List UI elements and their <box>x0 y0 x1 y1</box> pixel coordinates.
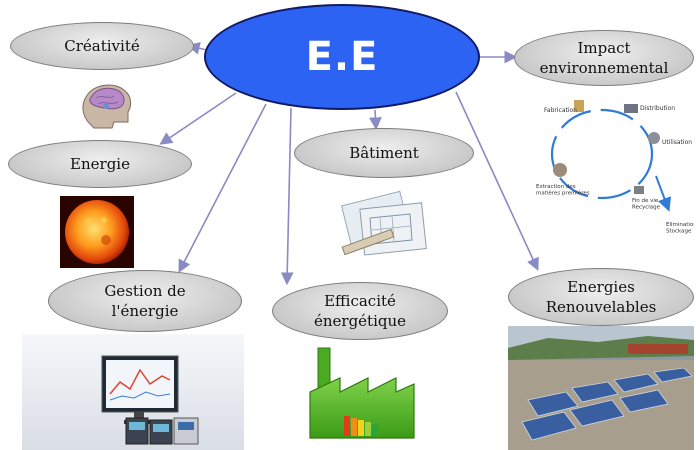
factory-icon <box>309 347 415 439</box>
sun-icon <box>60 196 134 268</box>
node-batiment-label: Bâtiment <box>349 144 419 162</box>
lifecycle-icon: Fabrication Distribution Utilisation Ext… <box>536 100 694 235</box>
node-energie-label: Energie <box>70 155 130 173</box>
edge-renouvelables <box>455 91 539 271</box>
node-efficacite-label: Efficacité énergétique <box>313 292 407 330</box>
node-energie[interactable]: Energie <box>8 140 192 188</box>
node-efficacite[interactable]: Efficacité énergétique <box>272 282 448 340</box>
node-renouvelables-label: Energies Renouvelables <box>545 278 657 316</box>
edge-efficacite <box>280 107 294 286</box>
node-impact[interactable]: Impact environnemental <box>514 30 694 86</box>
node-creativite[interactable]: Créativité <box>10 22 194 70</box>
energy-meter-icon <box>22 334 244 450</box>
node-gestion-label: Gestion de l'énergie <box>104 282 186 320</box>
lifecycle-fabrication: Fabrication <box>544 107 577 114</box>
edge-energie <box>159 92 237 145</box>
central-label: E.E <box>305 34 379 80</box>
node-renouvelables[interactable]: Energies Renouvelables <box>508 268 694 326</box>
blueprint-icon <box>340 190 427 256</box>
brain-icon <box>72 76 142 132</box>
node-creativite-label: Créativité <box>64 37 140 55</box>
lifecycle-utilisation: Utilisation <box>662 139 692 146</box>
node-gestion[interactable]: Gestion de l'énergie <box>48 270 242 332</box>
solar-panels-icon <box>508 326 694 450</box>
node-batiment[interactable]: Bâtiment <box>294 128 474 178</box>
edge-gestion <box>178 103 267 273</box>
node-impact-label: Impact environnemental <box>539 39 669 77</box>
lifecycle-distribution: Distribution <box>640 105 675 112</box>
central-node[interactable]: E.E <box>204 4 480 110</box>
edge-batiment <box>369 109 382 131</box>
